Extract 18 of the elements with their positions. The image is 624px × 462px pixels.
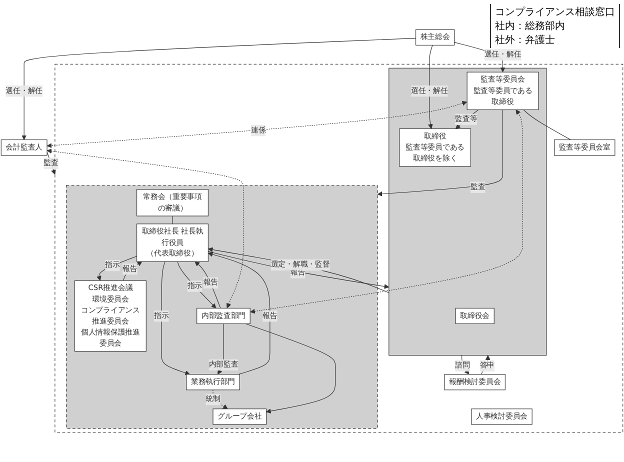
arrow	[250, 110, 523, 314]
arrow	[161, 261, 190, 376]
note-text: 社外：弁護士	[495, 34, 556, 47]
note-text: コンプライアンス相談窓口	[495, 6, 615, 19]
arrow	[177, 261, 216, 308]
note-text: 社内：総務部内	[495, 20, 566, 33]
arrow	[22, 38, 416, 140]
connector	[172, 216, 173, 224]
arrow	[455, 109, 479, 129]
arrow	[377, 109, 504, 196]
cluster	[66, 185, 378, 429]
arrow	[96, 256, 138, 281]
arrow	[122, 261, 142, 281]
arrow	[194, 261, 221, 308]
connector	[523, 109, 571, 140]
cluster	[388, 68, 547, 356]
arrow	[245, 323, 336, 414]
arrow	[46, 100, 468, 148]
